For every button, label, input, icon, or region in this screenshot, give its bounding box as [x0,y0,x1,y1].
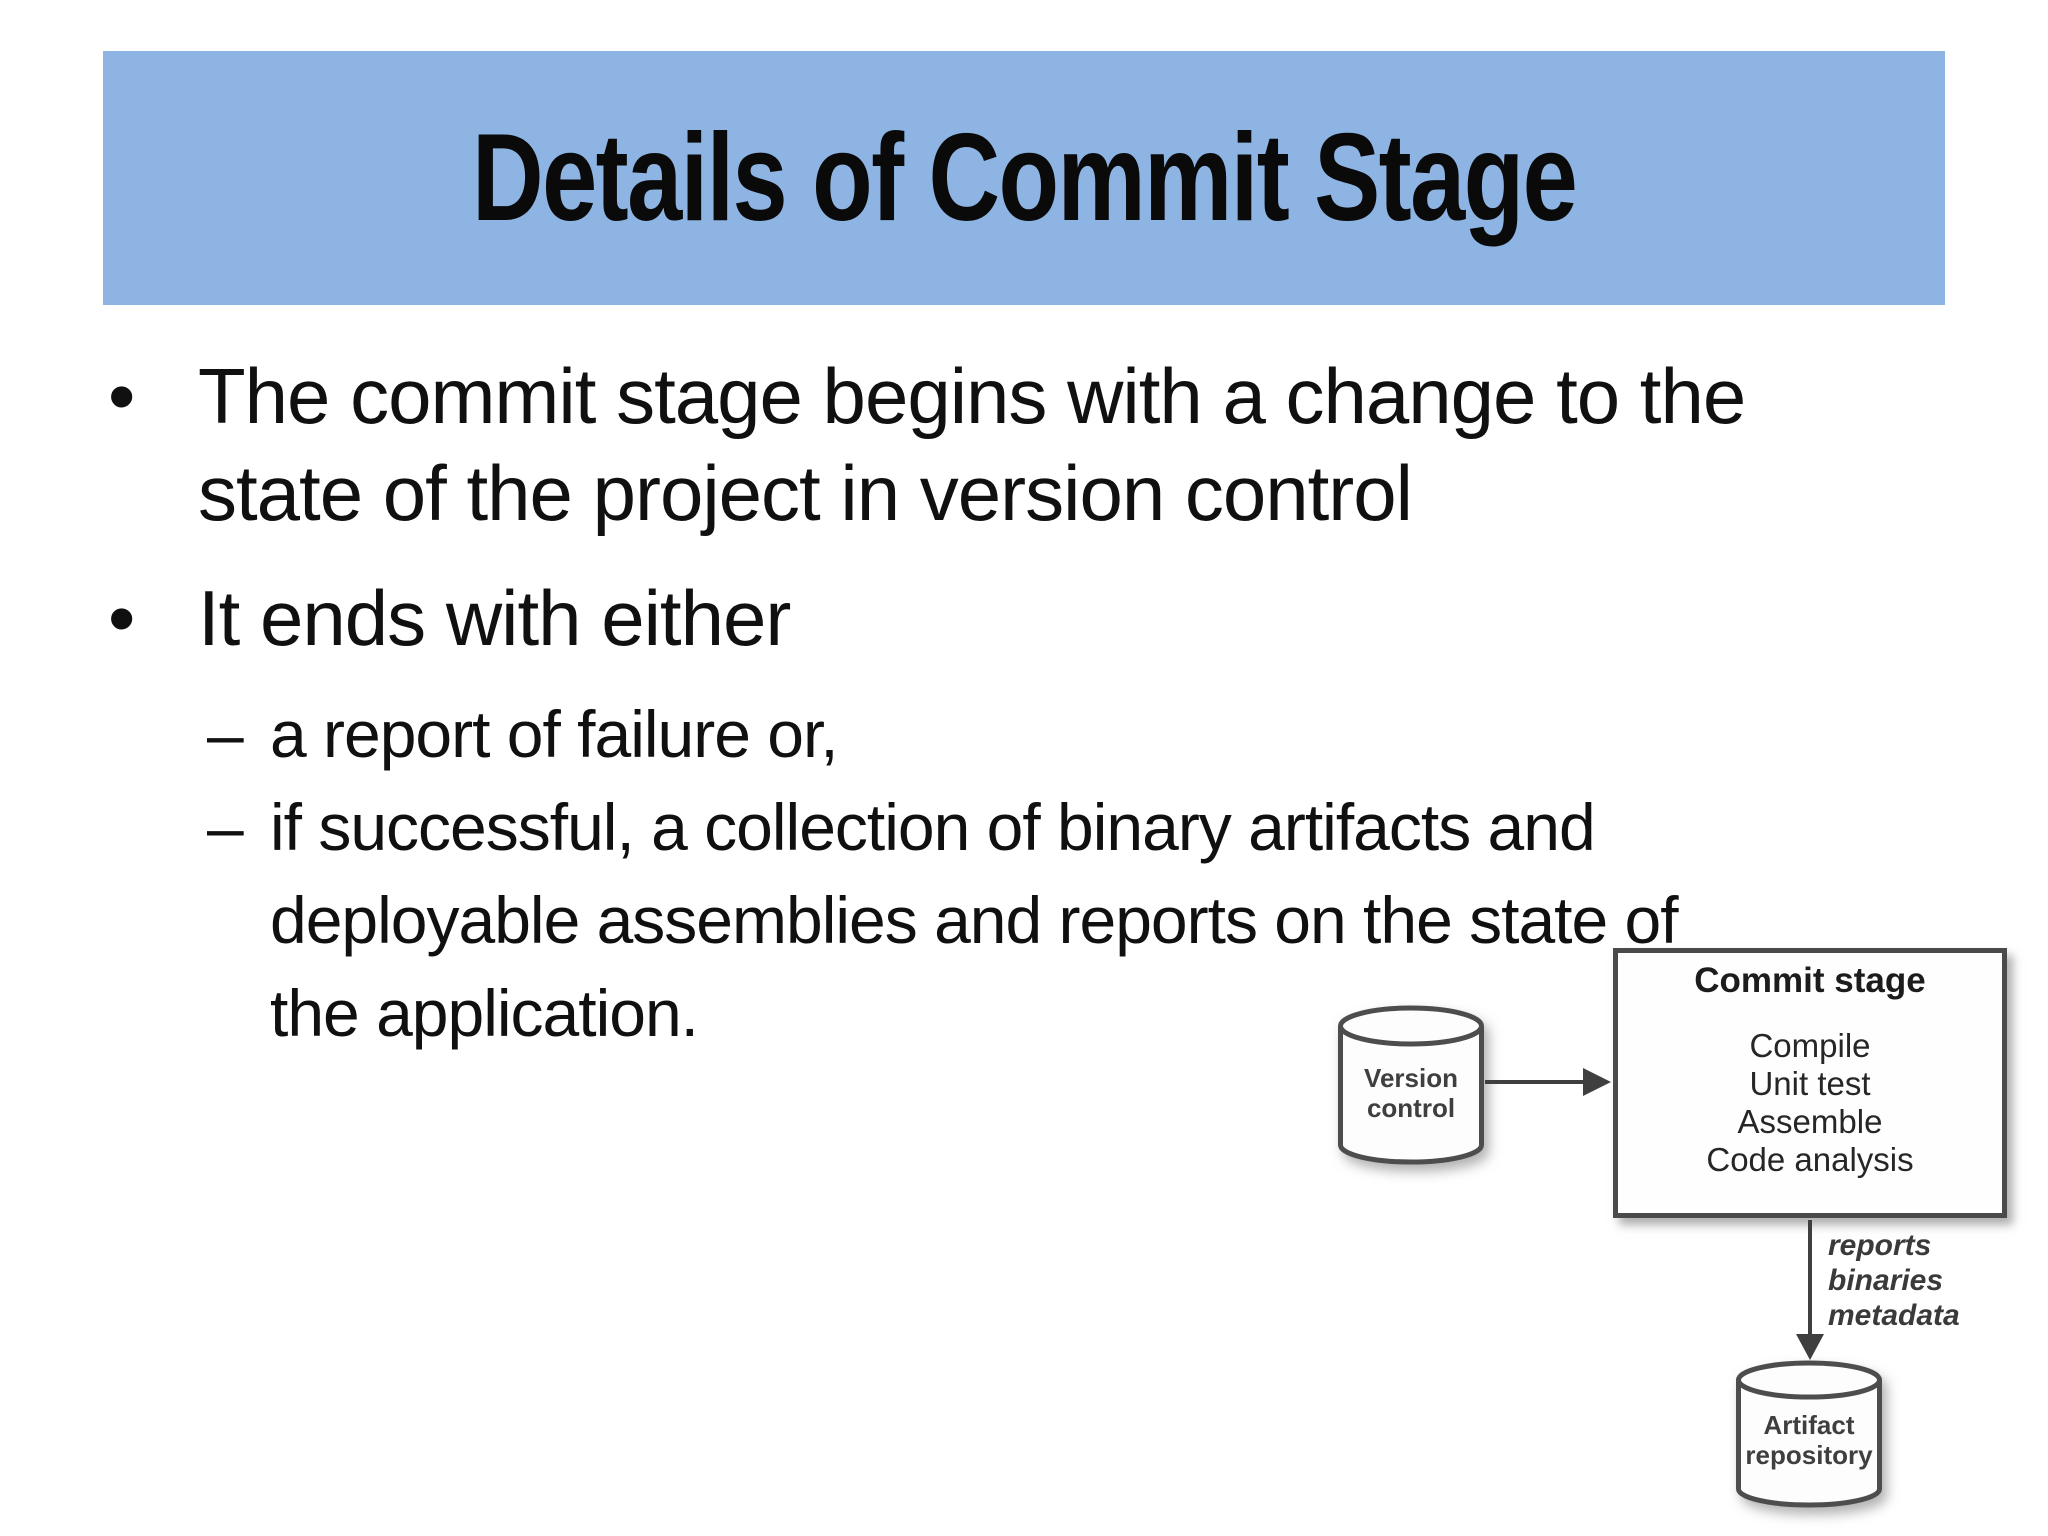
arrow-down-icon [1796,1220,1824,1360]
commit-stage-item: Compile [1749,1027,1871,1064]
page-title: Details of Commit Stage [471,109,1578,247]
database-cylinder-icon [1338,1005,1484,1165]
bullet-line: state of the project in version control [198,449,1413,537]
artifact-repository-cylinder: Artifact repository [1735,1360,1883,1510]
bullet-item: • The commit stage begins with a change … [0,348,1746,542]
version-control-label: Version control [1364,1063,1458,1123]
bullet-line: deployable assemblies and reports on the… [270,883,1679,957]
commit-stage-box: Commit stage Compile Unit test Assemble … [1613,948,2007,1218]
commit-stage-title: Commit stage [1694,961,1926,1000]
dash-icon: – [207,790,244,864]
bullet-line: the application. [270,976,699,1050]
bullet-line: The commit stage begins with a change to… [198,352,1746,440]
sub-bullet-item: – if successful, a collection of binary … [0,781,1679,1060]
flow-label: metadata [1828,1299,1960,1332]
sub-bullet-item: – a report of failure or, [0,688,839,781]
commit-stage-item: Assemble [1737,1103,1883,1140]
database-cylinder-icon [1736,1360,1882,1508]
commit-stage-item: Code analysis [1706,1141,1914,1178]
bullet-line: a report of failure or, [270,697,839,771]
artifact-repository-label: Artifact repository [1745,1410,1873,1470]
commit-stage-items: Compile Unit test Assemble Code analysis [1618,1027,2002,1179]
bullet-line: It ends with either [198,574,791,662]
bullet-icon: • [108,352,135,440]
version-control-cylinder: Version control [1337,1005,1485,1167]
bullet-item: • It ends with either [0,570,791,667]
flow-label: reports [1828,1229,1932,1262]
bullet-icon: • [108,574,135,662]
commit-stage-item: Unit test [1749,1065,1871,1102]
dash-icon: – [207,697,244,771]
flow-label: binaries [1828,1264,1944,1297]
title-banner: Details of Commit Stage [103,51,1945,305]
bullet-line: if successful, a collection of binary ar… [270,790,1596,864]
flow-output-labels: reports binaries metadata [1828,1228,1960,1333]
arrow-right-icon [1485,1068,1611,1096]
